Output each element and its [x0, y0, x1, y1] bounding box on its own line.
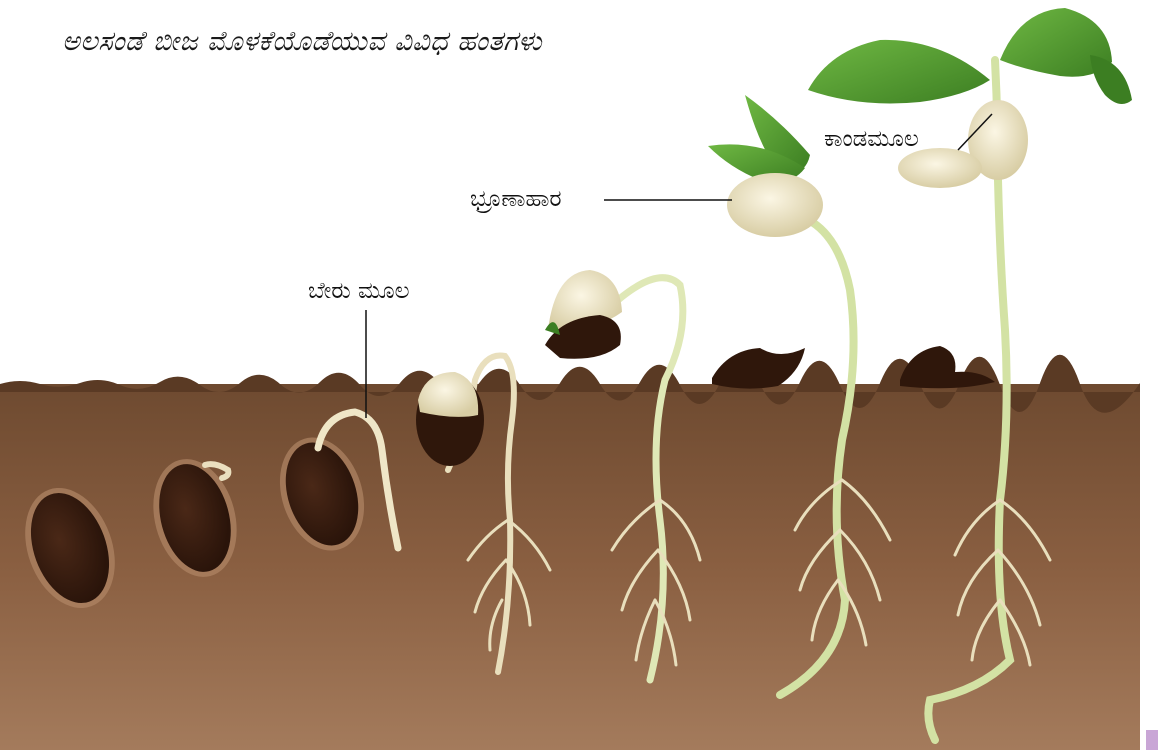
- plumule-label: ಕಾಂಡಮೂಲ: [824, 126, 919, 152]
- seed-coat-remnant-1: [712, 348, 805, 389]
- diagram-title: ಅಲಸಂಡೆ ಬೀಜ ಮೊಳಕೆಯೊಡೆಯುವ ವಿವಿಧ ಹಂತಗಳು: [62, 26, 542, 58]
- radicle-label: ಬೇರು ಮೂಲ: [308, 278, 410, 304]
- corner-mark: [1146, 730, 1158, 750]
- cotyledon-label: ಭ್ರೂಣಾಹಾರ: [470, 186, 562, 212]
